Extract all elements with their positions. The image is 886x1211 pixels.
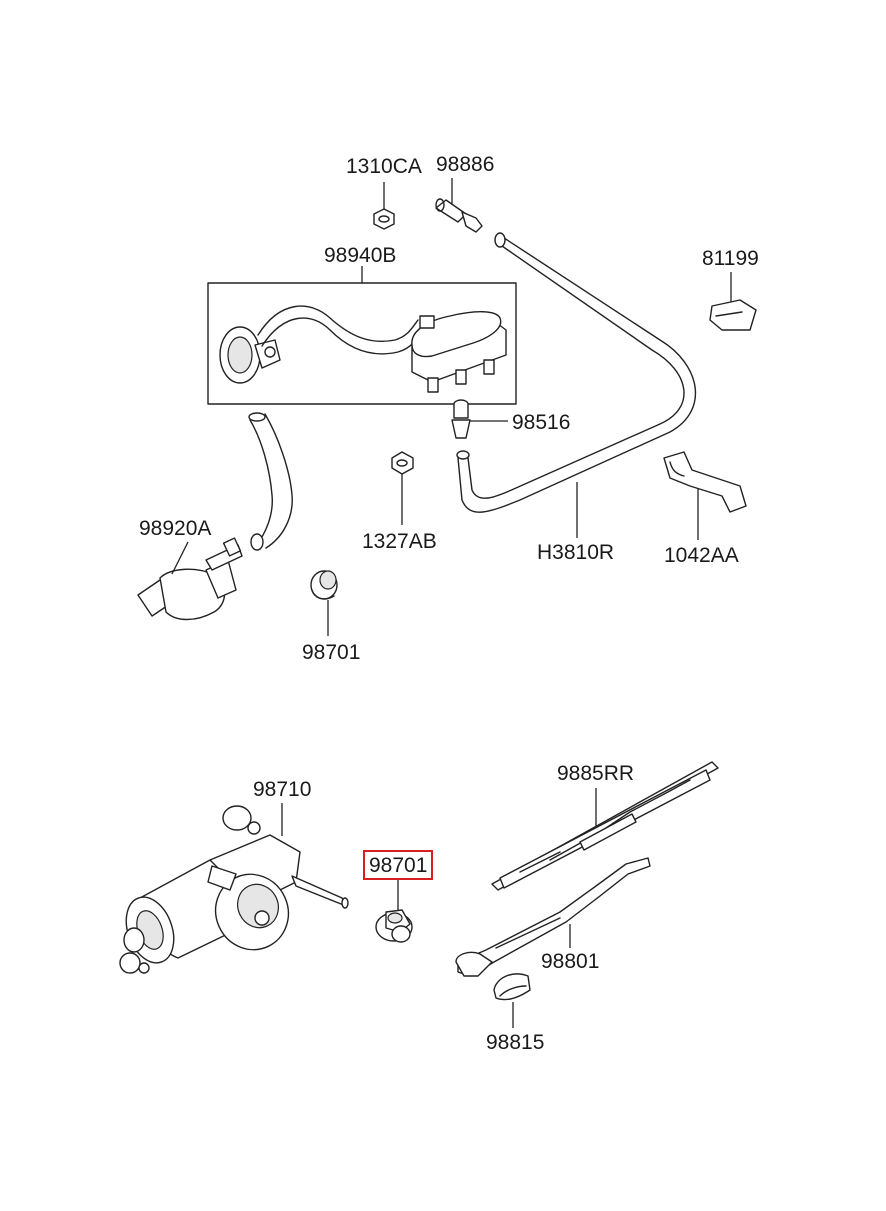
part-label-h3810r[interactable]: H3810R <box>537 541 615 564</box>
nut-1327ab[interactable] <box>391 451 414 475</box>
wiper-motor-98710[interactable] <box>118 805 349 974</box>
part-label-98815[interactable]: 98815 <box>486 1031 545 1054</box>
part-label-98516[interactable]: 98516 <box>512 411 571 434</box>
part-label-98886[interactable]: 98886 <box>436 153 495 176</box>
part-label-1310ca[interactable]: 1310CA <box>346 155 422 178</box>
hose-h3810r[interactable] <box>456 232 697 513</box>
part-label-98701-selected[interactable]: 98701 <box>363 850 434 880</box>
nut-1310ca[interactable] <box>373 208 395 230</box>
part-label-1327ab[interactable]: 1327AB <box>362 530 437 553</box>
part-label-98801[interactable]: 98801 <box>541 950 600 973</box>
washer-pump-98920a[interactable] <box>137 412 293 621</box>
assembly-box-98940b <box>207 282 517 405</box>
clip-81199[interactable] <box>709 299 757 331</box>
joint-98516[interactable] <box>451 399 471 439</box>
part-label-98920a[interactable]: 98920A <box>139 517 212 540</box>
part-label-9885rr[interactable]: 9885RR <box>557 762 635 785</box>
wiper-arm-98801[interactable] <box>455 857 651 977</box>
grommet-98701-top[interactable] <box>310 570 338 600</box>
part-label-1042aa[interactable]: 1042AA <box>664 544 739 567</box>
cap-98815[interactable] <box>493 973 531 1001</box>
wiper-blade-9885rr[interactable] <box>491 761 719 891</box>
part-label-98701-top[interactable]: 98701 <box>302 641 361 664</box>
connector-98886[interactable] <box>435 198 483 233</box>
part-label-98940b[interactable]: 98940B <box>324 244 397 267</box>
leader-98920a <box>171 541 189 575</box>
clip-1042aa[interactable] <box>663 451 747 513</box>
grommet-98701-selected[interactable] <box>375 909 413 943</box>
reservoir-pump-98940b[interactable] <box>219 305 507 393</box>
part-label-81199[interactable]: 81199 <box>702 247 759 270</box>
part-label-98710[interactable]: 98710 <box>253 778 312 801</box>
